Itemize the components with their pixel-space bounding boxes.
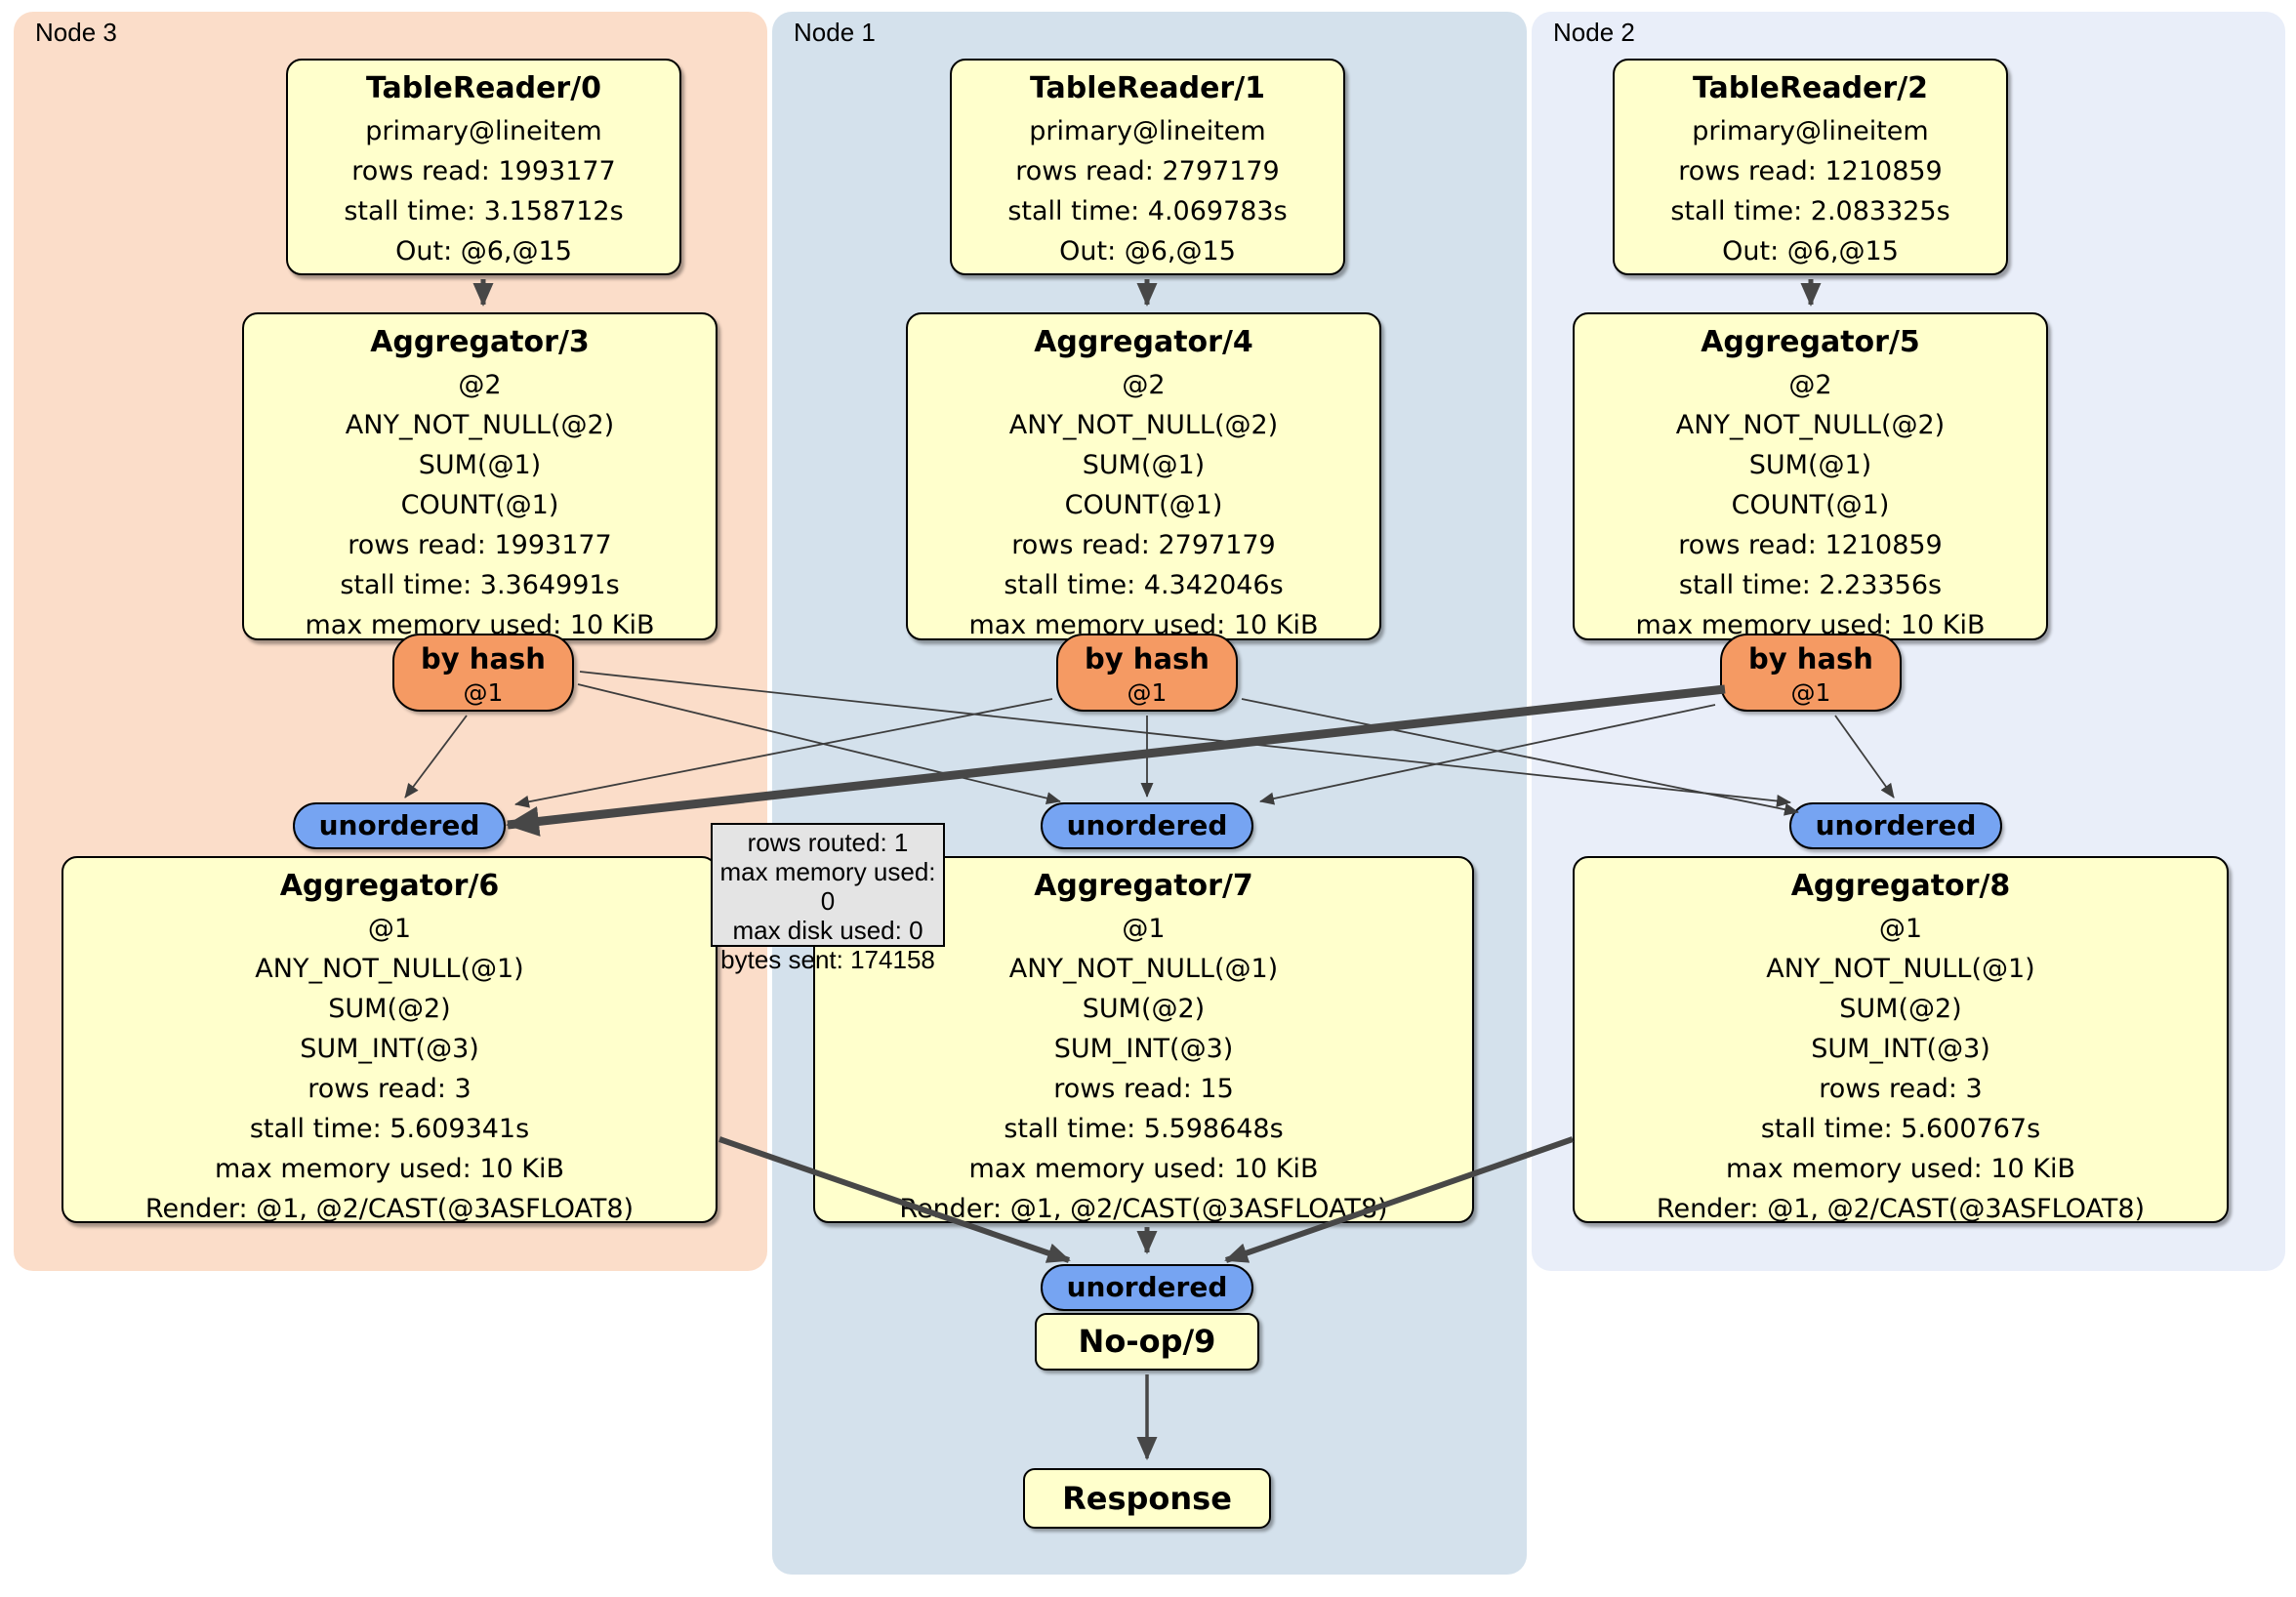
- node-detail: max memory used: 10 KiB: [1725, 1154, 2076, 1184]
- node-title: Aggregator/4: [1034, 325, 1253, 359]
- node-title: Aggregator/5: [1701, 325, 1920, 359]
- node-detail: rows read: 1210859: [1678, 530, 1943, 560]
- node-detail: Out: @6,@15: [1059, 236, 1236, 266]
- node-detail: stall time: 2.23356s: [1678, 570, 1943, 600]
- tooltip-line: max memory used: 0: [719, 857, 936, 916]
- node-detail: SUM_INT(@3): [1053, 1034, 1234, 1064]
- node-detail: @2: [1122, 370, 1166, 400]
- node-detail: stall time: 4.069783s: [1007, 196, 1288, 226]
- node-detail: rows read: 2797179: [1015, 156, 1280, 186]
- region-label-node2: Node 2: [1553, 18, 1635, 47]
- node-detail: SUM(@2): [1082, 994, 1206, 1024]
- router-key: @1: [463, 678, 504, 707]
- node-detail: stall time: 3.364991s: [340, 570, 620, 600]
- node-detail: ANY_NOT_NULL(@2): [1008, 410, 1279, 440]
- node-detail: stall time: 5.609341s: [249, 1114, 530, 1144]
- node-aggregator-5[interactable]: Aggregator/5 @2 ANY_NOT_NULL(@2) SUM(@1)…: [1573, 312, 2048, 640]
- node-detail: COUNT(@1): [400, 490, 559, 520]
- region-label-node1: Node 1: [794, 18, 876, 47]
- node-detail: Render: @1, @2/CAST(@3ASFLOAT8): [1656, 1194, 2146, 1224]
- node-detail: SUM(@1): [1082, 450, 1206, 480]
- node-detail: @2: [1788, 370, 1832, 400]
- node-detail: Out: @6,@15: [395, 236, 572, 266]
- node-detail: primary@lineitem: [1029, 116, 1266, 146]
- node-title: Aggregator/6: [279, 869, 500, 903]
- node-aggregator-6[interactable]: Aggregator/6 @1 ANY_NOT_NULL(@1) SUM(@2)…: [62, 856, 718, 1224]
- router-key: @1: [1127, 678, 1168, 707]
- node-title: Aggregator/8: [1790, 869, 2011, 903]
- sync-unordered-node1[interactable]: unordered: [1041, 802, 1253, 849]
- node-detail: ANY_NOT_NULL(@2): [1675, 410, 1946, 440]
- node-tablereader-1[interactable]: TableReader/1 primary@lineitem rows read…: [950, 59, 1345, 275]
- node-noop-9[interactable]: No-op/9: [1035, 1313, 1259, 1371]
- router-by-hash-node1[interactable]: by hash @1: [1056, 634, 1238, 712]
- tooltip-line: bytes sent: 174158: [720, 945, 935, 974]
- region-label-node3: Node 3: [35, 18, 117, 47]
- router-label: by hash: [421, 642, 546, 676]
- node-detail: @1: [367, 914, 412, 944]
- router-by-hash-node2[interactable]: by hash @1: [1720, 634, 1902, 712]
- sync-unordered-node2[interactable]: unordered: [1789, 802, 2002, 849]
- node-detail: @1: [1122, 914, 1166, 944]
- node-detail: ANY_NOT_NULL(@1): [1008, 954, 1279, 984]
- node-detail: Render: @1, @2/CAST(@3ASFLOAT8): [144, 1194, 635, 1224]
- node-detail: Out: @6,@15: [1722, 236, 1899, 266]
- node-aggregator-8[interactable]: Aggregator/8 @1 ANY_NOT_NULL(@1) SUM(@2)…: [1573, 856, 2229, 1224]
- node-detail: @1: [1878, 914, 1923, 944]
- node-detail: rows read: 1993177: [351, 156, 616, 186]
- node-detail: SUM_INT(@3): [300, 1034, 479, 1064]
- node-aggregator-3[interactable]: Aggregator/3 @2 ANY_NOT_NULL(@2) SUM(@1)…: [242, 312, 718, 640]
- node-title: TableReader/1: [1029, 71, 1266, 105]
- sync-unordered-node3[interactable]: unordered: [293, 802, 506, 849]
- node-detail: SUM(@1): [418, 450, 542, 480]
- node-detail: max memory used: 10 KiB: [968, 1154, 1319, 1184]
- node-detail: ANY_NOT_NULL(@2): [345, 410, 615, 440]
- router-label: by hash: [1748, 642, 1873, 676]
- node-detail: stall time: 2.083325s: [1670, 196, 1950, 226]
- router-by-hash-node3[interactable]: by hash @1: [392, 634, 574, 712]
- sync-unordered-final[interactable]: unordered: [1041, 1264, 1253, 1311]
- node-detail: stall time: 3.158712s: [344, 196, 624, 226]
- tooltip-line: rows routed: 1: [747, 828, 909, 857]
- node-detail: max memory used: 10 KiB: [214, 1154, 565, 1184]
- node-detail: SUM(@2): [1839, 994, 1962, 1024]
- router-label: by hash: [1085, 642, 1210, 676]
- node-detail: rows read: 1993177: [348, 530, 612, 560]
- node-detail: SUM_INT(@3): [1811, 1034, 1990, 1064]
- node-detail: primary@lineitem: [365, 116, 602, 146]
- node-response[interactable]: Response: [1023, 1468, 1271, 1529]
- router-key: @1: [1790, 678, 1831, 707]
- node-detail: primary@lineitem: [1692, 116, 1929, 146]
- node-detail: COUNT(@1): [1731, 490, 1890, 520]
- node-detail: rows read: 15: [1053, 1074, 1234, 1104]
- node-detail: rows read: 1210859: [1678, 156, 1943, 186]
- node-detail: ANY_NOT_NULL(@1): [255, 954, 524, 984]
- node-detail: stall time: 4.342046s: [1004, 570, 1284, 600]
- node-detail: @2: [458, 370, 502, 400]
- node-title: Aggregator/7: [1034, 869, 1253, 903]
- node-detail: ANY_NOT_NULL(@1): [1766, 954, 2035, 984]
- node-detail: COUNT(@1): [1064, 490, 1223, 520]
- node-detail: SUM(@1): [1748, 450, 1872, 480]
- edge-tooltip: rows routed: 1 max memory used: 0 max di…: [711, 823, 945, 974]
- node-detail: SUM(@2): [328, 994, 451, 1024]
- node-tablereader-2[interactable]: TableReader/2 primary@lineitem rows read…: [1613, 59, 2008, 275]
- node-title: Aggregator/3: [370, 325, 590, 359]
- tooltip-line: max disk used: 0: [732, 916, 923, 945]
- node-aggregator-4[interactable]: Aggregator/4 @2 ANY_NOT_NULL(@2) SUM(@1)…: [906, 312, 1381, 640]
- node-detail: stall time: 5.598648s: [1004, 1114, 1284, 1144]
- node-detail: rows read: 3: [1819, 1074, 1983, 1104]
- node-title: TableReader/2: [1692, 71, 1929, 105]
- node-title: TableReader/0: [365, 71, 602, 105]
- node-tablereader-0[interactable]: TableReader/0 primary@lineitem rows read…: [286, 59, 681, 275]
- node-detail: Render: @1, @2/CAST(@3ASFLOAT8): [899, 1194, 1388, 1224]
- node-detail: rows read: 2797179: [1011, 530, 1276, 560]
- node-detail: stall time: 5.600767s: [1760, 1114, 2041, 1144]
- node-detail: rows read: 3: [308, 1074, 472, 1104]
